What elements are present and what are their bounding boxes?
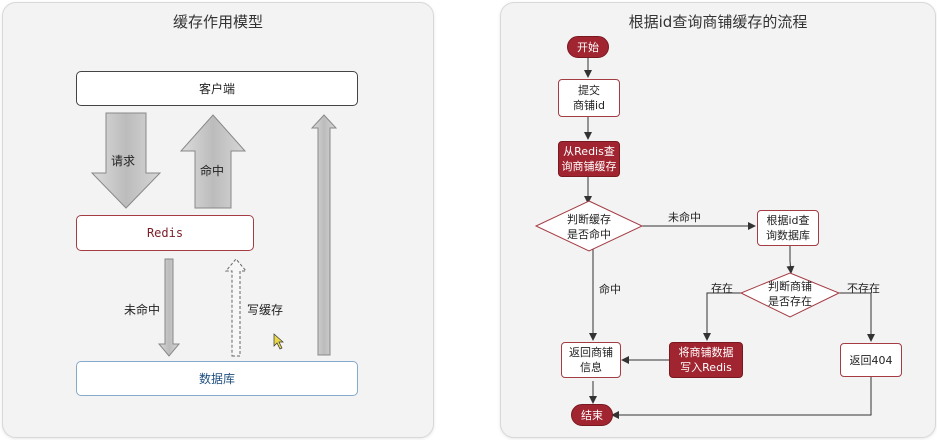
edge-notexists-404 [839, 292, 875, 342]
database-box: 数据库 [76, 361, 358, 396]
return-404-label: 返回404 [849, 353, 893, 367]
return-info-label: 返回商铺 信息 [569, 346, 613, 374]
write-cache-label: 写缓存 [247, 303, 284, 317]
query-redis-node: 从Redis查 询商铺缓存 [558, 141, 620, 177]
decision-exist-label: 判断商铺 是否存在 [768, 280, 812, 308]
decision-exist-diamond [739, 272, 841, 318]
redis-box: Redis [76, 215, 254, 251]
edge-miss-label: 未命中 [668, 211, 701, 224]
edge-exists-label: 存在 [711, 282, 733, 295]
cache-model-arrows [90, 112, 338, 357]
flowchart-title: 根据id查询商铺缓存的流程 [628, 13, 808, 31]
return-info-node: 返回商铺 信息 [561, 342, 621, 378]
submit-node: 提交 商铺id [558, 79, 620, 117]
query-redis-label: 从Redis查 询商铺缓存 [561, 145, 617, 173]
edge-querydb-decision2 [786, 246, 795, 274]
query-db-label: 根据id查 询数据库 [766, 214, 810, 242]
decision-hit-diamond [534, 200, 644, 252]
hit-arrow [179, 114, 247, 209]
end-label: 结束 [581, 408, 603, 422]
submit-label: 提交 商铺id [572, 84, 606, 112]
decision-hit-node: 判断缓存 是否命中 [553, 210, 625, 244]
db-to-client-arrow [310, 114, 338, 356]
end-node: 结束 [571, 404, 613, 426]
client-label: 客户端 [198, 82, 235, 96]
redis-label: Redis [146, 226, 184, 240]
request-arrow [90, 112, 162, 209]
decision-hit-label: 判断缓存 是否命中 [567, 213, 611, 241]
flowchart-edges [534, 57, 875, 419]
miss-label: 未命中 [124, 303, 161, 317]
return-404-node: 返回404 [840, 343, 902, 377]
cache-model-title: 缓存作用模型 [172, 13, 263, 31]
cursor-icon [273, 333, 284, 350]
edge-404-end [611, 377, 872, 419]
flowchart-panel: 根据id查询商铺缓存的流程 开始 提交 商铺id 从Redi [500, 2, 936, 438]
client-box: 客户端 [76, 71, 358, 106]
write-redis-node: 将商铺数据 写入Redis [669, 342, 743, 378]
write-redis-label: 将商铺数据 写入Redis [678, 346, 734, 374]
cache-model-panel: 缓存作用模型 客户端 Redis 数据库 请求 命中 未命中 写缓存 [2, 2, 434, 438]
edge-hit-label: 命中 [599, 283, 621, 296]
query-db-node: 根据id查 询数据库 [757, 210, 819, 246]
start-label: 开始 [577, 40, 599, 54]
write-cache-arrow [224, 258, 248, 357]
edge-not-exists-label: 不存在 [847, 282, 880, 295]
edge-exists-write [703, 292, 741, 341]
start-node: 开始 [567, 36, 609, 58]
miss-arrow [157, 258, 181, 357]
decision-exist-node: 判断商铺 是否存在 [754, 277, 826, 311]
hit-label: 命中 [200, 164, 225, 178]
request-label: 请求 [111, 154, 136, 168]
database-label: 数据库 [198, 372, 235, 386]
